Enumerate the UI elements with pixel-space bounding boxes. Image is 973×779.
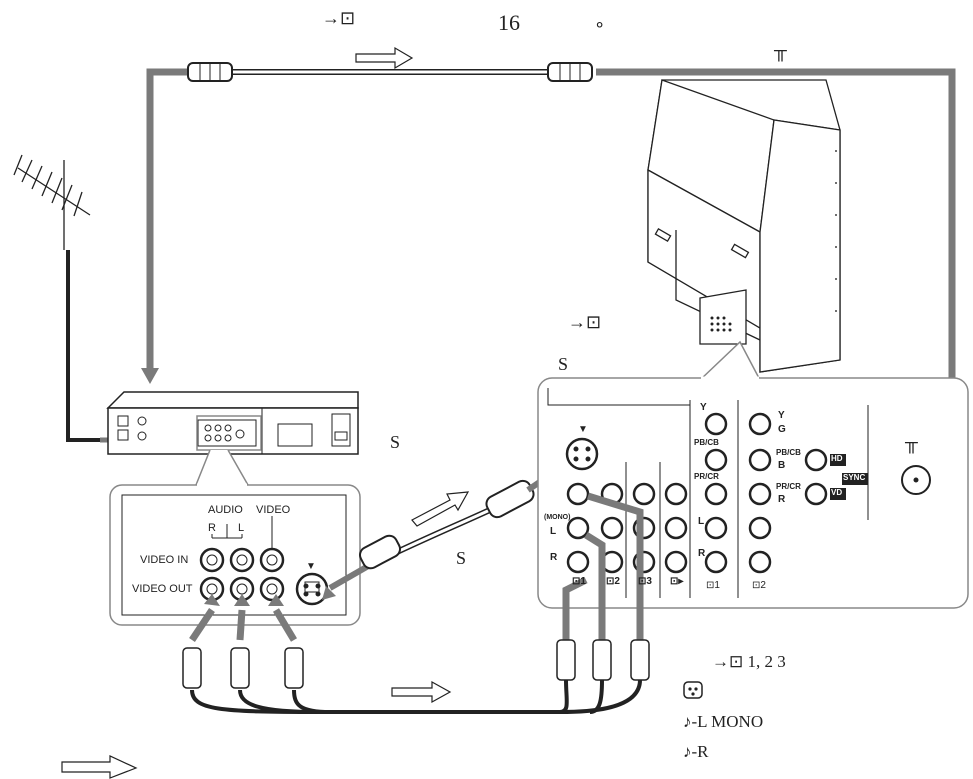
legend-arrow-icon xyxy=(61,755,138,779)
video-out-label: VIDEO OUT xyxy=(132,583,193,595)
vcr-video-label: VIDEO xyxy=(256,504,291,516)
coax-cable xyxy=(187,62,593,82)
vcr-l-label: L xyxy=(238,522,245,534)
signal-flow-arrow-s xyxy=(411,491,470,527)
antenna-icon xyxy=(13,154,91,250)
signal-flow-arrow-bottom xyxy=(391,680,452,704)
s-label-cable: S xyxy=(456,548,467,568)
tv-mono-label: (MONO) xyxy=(544,514,571,521)
tv-sync-badge: SYNC xyxy=(843,473,866,482)
tv-input-2: ⊡2 xyxy=(606,576,620,587)
vcr-r-label: R xyxy=(208,522,216,534)
vcr-audio-label: AUDIO xyxy=(208,504,243,516)
vcr-unit xyxy=(106,391,359,455)
page-reference: 16 xyxy=(498,10,520,35)
antenna-symbol-top: ╥ xyxy=(774,40,787,60)
tv-hd-badge: HD xyxy=(831,454,843,463)
tv-panel-lines xyxy=(547,388,869,598)
vcr-jacks xyxy=(199,516,329,606)
tv-l-label-2: L xyxy=(698,516,705,527)
tv-r-label: R xyxy=(550,552,558,563)
s-label-vcr: S xyxy=(390,432,401,452)
tv-component-2: ⊡2 xyxy=(752,580,766,591)
tv-pbcb1: PB/CB xyxy=(694,438,719,447)
projection-tv xyxy=(647,79,841,373)
input-icon-label: →⊡ xyxy=(322,8,356,28)
antenna-symbol-right: ╥ xyxy=(905,432,918,452)
tv-panel-badges xyxy=(830,454,868,500)
legend-audio-left: ♪-L MONO xyxy=(683,712,764,731)
tv-y1: Y xyxy=(700,402,707,413)
legend-inputs: →⊡ 1, 2 3 xyxy=(712,652,786,671)
tv-s-marker: ▼ xyxy=(578,424,588,435)
tv-input-3: ⊡3 xyxy=(638,576,652,587)
tv-l-label: L xyxy=(550,526,557,537)
video-jack-icon xyxy=(683,681,703,699)
tv-r-label-2: R xyxy=(698,548,706,559)
tv-pbcb2: PB/CB xyxy=(776,448,801,457)
vcr-s-marker: ▼ xyxy=(306,561,316,572)
tv-vd-badge: VD xyxy=(831,488,843,497)
tv-r: R xyxy=(778,494,786,505)
video-in-label: VIDEO IN xyxy=(140,554,189,566)
tv-y2: Y xyxy=(778,410,785,421)
page-reference-mark: ∘ xyxy=(594,14,606,34)
tv-g: G xyxy=(778,424,786,435)
tv-output: ⊡▸ xyxy=(670,576,684,587)
tv-component-1: ⊡1 xyxy=(706,580,720,591)
tv-prcr2: PR/CR xyxy=(776,482,801,491)
input-icon-tv: →⊡ xyxy=(568,312,602,332)
tv-b: B xyxy=(778,460,786,471)
tv-input-1: ⊡1 xyxy=(572,576,586,587)
legend-audio-right: ♪-R xyxy=(683,742,709,761)
tv-prcr1: PR/CR xyxy=(694,472,719,481)
rca-cables xyxy=(182,492,650,714)
signal-flow-arrow-top xyxy=(355,46,414,70)
s-label-tv: S xyxy=(558,354,569,374)
